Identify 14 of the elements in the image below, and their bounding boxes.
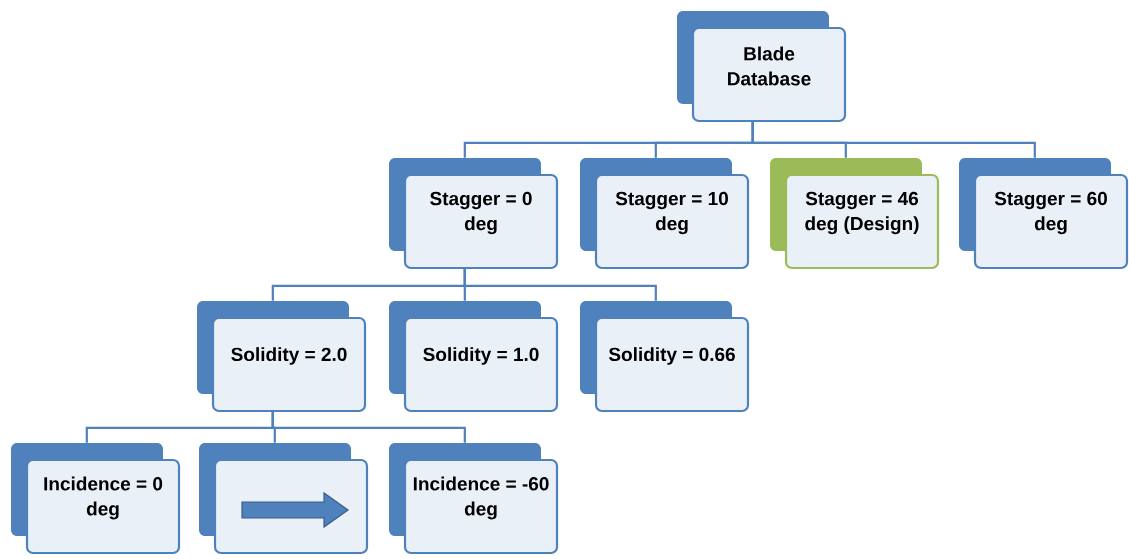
stacked-box: Incidence = -60 deg [389, 443, 559, 555]
connector [463, 268, 657, 301]
stacked-box: Blade Database [677, 11, 847, 123]
stacked-box: Stagger = 10 deg [580, 158, 750, 270]
stacked-box: Solidity = 1.0 [389, 301, 559, 413]
stacked-box: Incidence = 0 deg [11, 443, 181, 555]
stacked-box: Stagger = 0 deg [389, 158, 559, 270]
stacked-box: Solidity = 2.0 [197, 301, 367, 413]
stacked-box: Stagger = 60 deg [959, 158, 1129, 270]
connector [271, 411, 466, 443]
stacked-box: Solidity = 0.66 [580, 301, 750, 413]
box-with-arrow-drawing [199, 443, 369, 555]
connector [751, 121, 1036, 158]
stacked-box: Stagger = 46 deg (Design) [770, 158, 940, 270]
